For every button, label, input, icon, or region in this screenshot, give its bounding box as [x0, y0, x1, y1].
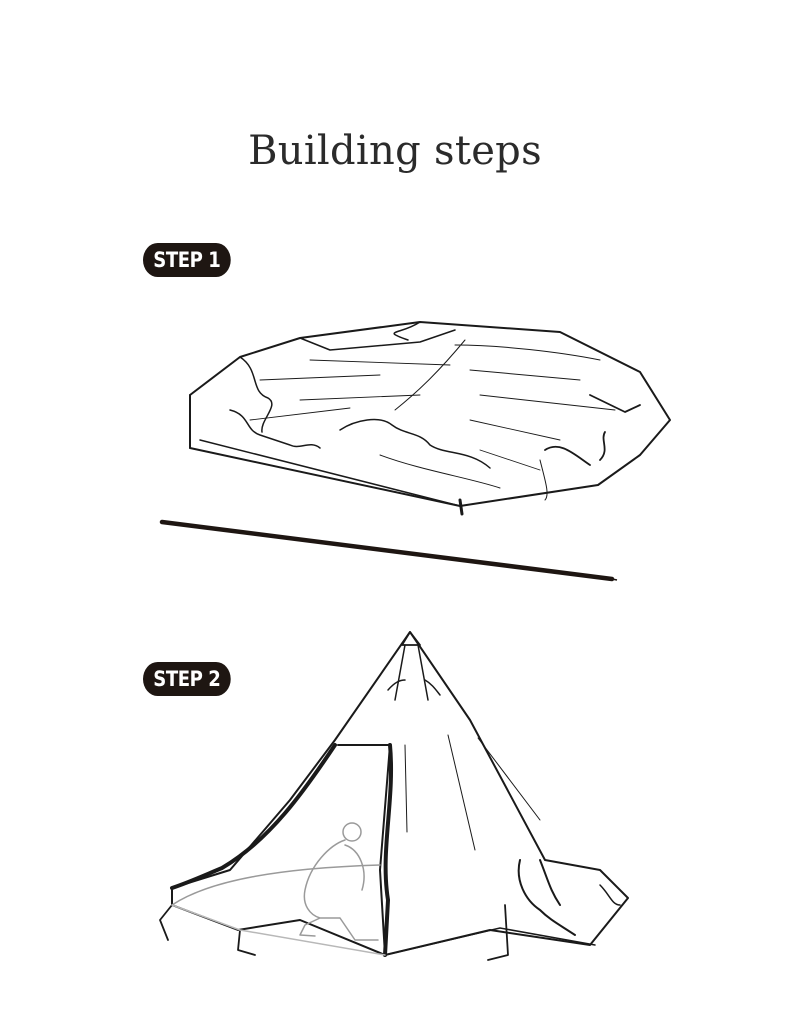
- step-1-badge: STEP 1: [143, 243, 231, 277]
- tent-pole-icon: [159, 519, 618, 582]
- folded-tent-icon: [189, 321, 671, 516]
- pitched-teepee-tent-icon: [159, 631, 629, 961]
- crouching-person-icon: [171, 822, 386, 956]
- step-2-badge: STEP 2: [143, 662, 231, 696]
- page-title: Building steps: [248, 128, 542, 174]
